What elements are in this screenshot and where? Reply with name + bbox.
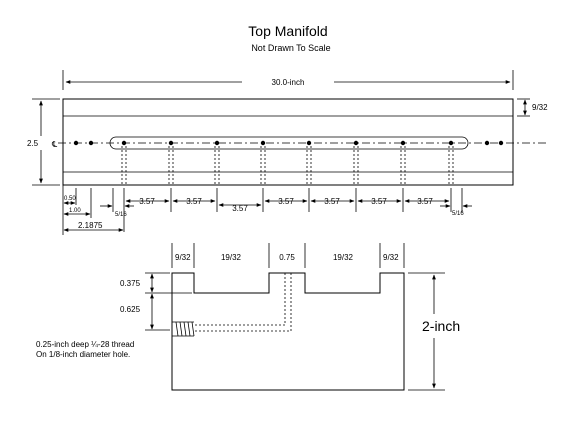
sec-width-label-5: 9/32 — [383, 253, 399, 262]
top-view: 30.0-inch 9/32 2.5 ℄ — [27, 70, 548, 235]
drawing-title: Top Manifold — [248, 23, 327, 39]
dim-0375-label: 0.375 — [120, 279, 141, 288]
sec-width-label-3: 0.75 — [279, 253, 295, 262]
port-holes — [121, 140, 454, 185]
port-hole-4 — [260, 140, 266, 146]
end-hole-right-2 — [498, 140, 504, 146]
spacing-label-1: 3.57 — [139, 197, 155, 206]
section-view: 9/32 19/32 0.75 19/32 9/32 0.375 0.625 2… — [36, 243, 460, 391]
port-hole-2 — [168, 140, 174, 146]
port-hole-6 — [353, 140, 359, 146]
port-hole-5 — [306, 140, 312, 146]
port-hole-3 — [214, 140, 220, 146]
spacing-label-6: 3.57 — [371, 197, 387, 206]
drawing-subtitle: Not Drawn To Scale — [251, 43, 330, 53]
spacing-label-5: 3.57 — [324, 197, 340, 206]
end-hole-left-1 — [73, 140, 79, 146]
passage-lower — [194, 273, 292, 332]
dim-516-left-label: 5/16 — [115, 212, 127, 218]
dim-21875-label: 2.1875 — [78, 221, 103, 230]
strip-dim-label: 9/32 — [532, 103, 548, 112]
sec-width-label-4: 19/32 — [333, 253, 354, 262]
spacing-dimensions: 3.57 3.57 3.57 3.57 3.57 3.57 3.57 — [125, 197, 450, 213]
spacing-label-4: 3.57 — [278, 197, 294, 206]
passage-upper — [194, 273, 286, 326]
thread-note-line-2: On 1/8-inch diameter hole. — [36, 350, 130, 359]
section-profile — [171, 272, 405, 391]
centerline-symbol: ℄ — [51, 140, 58, 149]
dim-050-label: 0.50 — [64, 196, 76, 202]
port-hole-7 — [400, 140, 406, 146]
thread-note-line-1: 0.25-inch deep ¼-28 thread — [36, 340, 134, 349]
overall-length-label: 30.0-inch — [272, 78, 305, 87]
port-hole-8 — [448, 140, 454, 146]
manifold-body — [62, 98, 514, 186]
sec-width-label-1: 9/32 — [175, 253, 191, 262]
end-hole-left-2 — [88, 140, 94, 146]
manifold-slot — [109, 136, 469, 150]
spacing-label-7: 3.57 — [417, 197, 433, 206]
end-hole-right-1 — [484, 140, 490, 146]
spacing-label-3: 3.57 — [232, 204, 248, 213]
threaded-port — [172, 321, 195, 337]
dim-100-label: 1.00 — [69, 208, 81, 214]
sec-width-label-2: 19/32 — [221, 253, 242, 262]
spacing-label-2: 3.57 — [186, 197, 202, 206]
sec-height-label: 2-inch — [422, 318, 460, 334]
height-dim-label: 2.5 — [27, 139, 39, 148]
port-hole-1 — [121, 140, 127, 146]
dim-516-right-label: 5/16 — [452, 211, 464, 217]
dim-0625-label: 0.625 — [120, 305, 141, 314]
